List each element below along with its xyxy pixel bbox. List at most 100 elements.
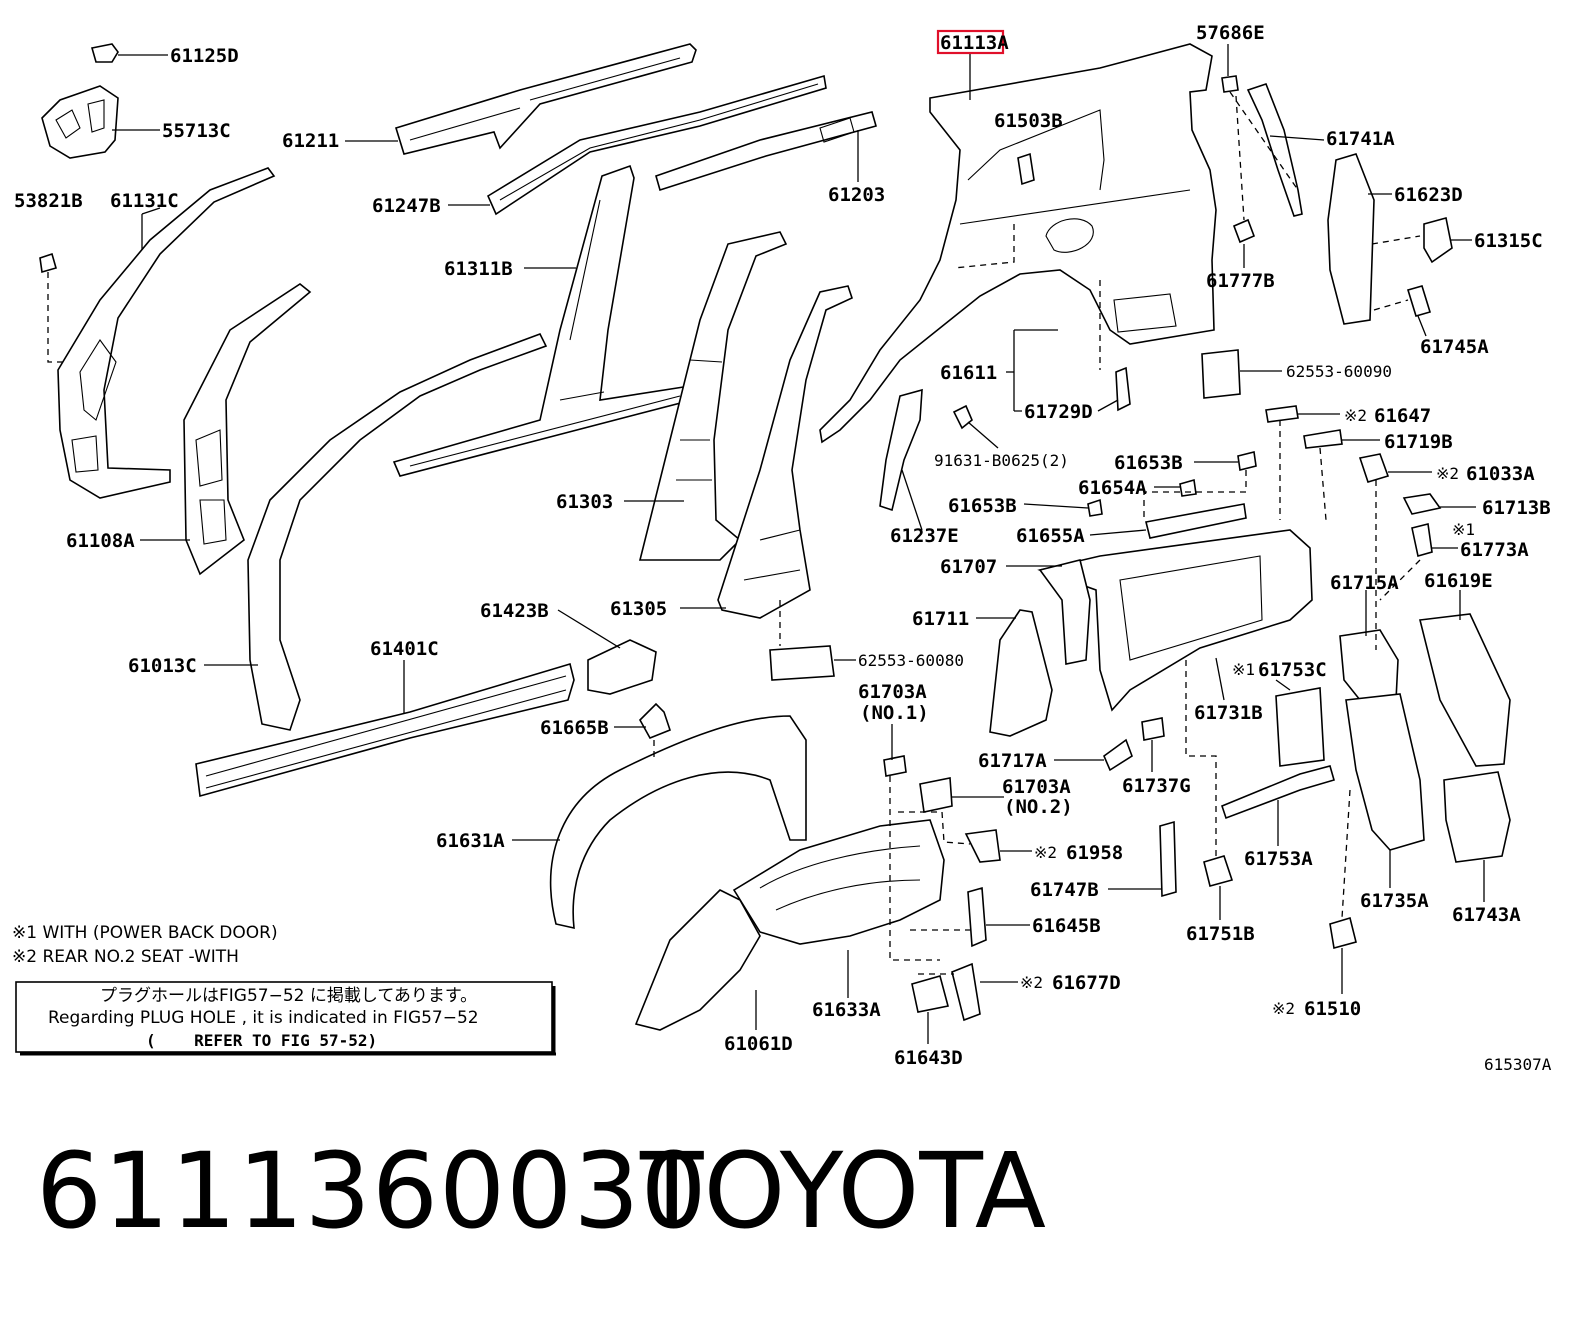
label-61753A: 61753A [1244,848,1313,870]
part-61423B-shape [587,639,657,695]
parts-diagram: 61125D 55713C 53821B 61131C 61108A 61211… [12,22,1552,1074]
part-61315C-shape [1423,217,1453,264]
leader-lines [112,44,1485,1044]
mark-note1-61753C: ※1 [1232,660,1255,679]
label-61619E: 61619E [1424,570,1493,592]
dashed-lines [47,91,1421,975]
label-61753C: 61753C [1258,659,1327,681]
part-61108A-shape [183,283,312,576]
label-61653B-upper: 61653B [1114,452,1183,474]
label-55713C: 55713C [162,120,231,142]
part-61703A-no1-shape [883,755,907,777]
mark-note2-61677D: ※2 [1020,973,1043,992]
label-61715A: 61715A [1330,572,1399,594]
footnotes: ※1 WITH (POWER BACK DOOR) ※2 REAR NO.2 S… [12,923,278,967]
plug-hole-line-2: Regarding PLUG HOLE , it is indicated in… [48,1008,479,1028]
label-61013C: 61013C [128,655,197,677]
part-61735A-shape [1345,693,1425,851]
label-61647: 61647 [1374,405,1431,427]
label-61643D: 61643D [894,1047,963,1069]
label-61401C: 61401C [370,638,439,660]
part-61653B-lower-shape [1087,498,1103,517]
part-62553-60080-shape [769,645,835,681]
label-61203: 61203 [828,184,885,206]
part-61719B-shape [1303,429,1343,449]
part-61707-shape [1038,559,1091,665]
part-61655A-shape [1145,503,1247,539]
part-91631-B0625-shape [952,404,973,430]
part-61510-shape [1329,916,1357,950]
label-61717A: 61717A [978,750,1047,772]
label-61061D: 61061D [724,1033,793,1055]
label-61743A: 61743A [1452,904,1521,926]
label-61703A-no2-suffix: (NO.2) [1004,796,1073,818]
part-55713C-shape [41,85,119,159]
label-61611: 61611 [940,362,997,384]
plug-hole-box: プラグホールはFIG57−52 に掲載してあります。 Regarding PLU… [15,981,556,1056]
mark-note1-61773A: ※1 [1452,520,1475,539]
mark-note2-61647: ※2 [1344,406,1367,425]
part-61503B-shape [1017,152,1035,186]
label-61731B: 61731B [1194,702,1263,724]
part-61743A-shape [1443,771,1511,863]
note-1: ※1 WITH (POWER BACK DOOR) [12,923,278,943]
label-61305: 61305 [610,598,667,620]
label-62553-60080: 62553-60080 [858,651,964,670]
part-61958-shape [964,829,1001,863]
label-61645B: 61645B [1032,915,1101,937]
label-61311B: 61311B [444,258,513,280]
part-61717A-shape [1103,738,1133,772]
label-91631-B0625: 91631-B0625(2) [934,451,1069,470]
part-61753C-shape [1275,687,1325,767]
label-61735A: 61735A [1360,890,1429,912]
label-61777B: 61777B [1206,270,1275,292]
part-61211-shape [394,43,697,155]
part-61125D-shape [90,43,119,63]
part-61745A-shape [1406,285,1432,317]
part-61237E-shape [879,388,923,512]
label-57686E: 57686E [1196,22,1265,44]
part-57686E-shape [1221,75,1239,93]
label-61751B: 61751B [1186,923,1255,945]
label-61423B: 61423B [480,600,549,622]
label-61665B: 61665B [540,717,609,739]
label-61633A: 61633A [812,999,881,1021]
label-61707: 61707 [940,556,997,578]
label-61677D: 61677D [1052,972,1121,994]
part-61131C-shape [57,167,276,499]
label-61303: 61303 [556,491,613,513]
part-61741A-shape [1246,83,1303,217]
part-61305-shape [717,285,853,619]
label-53821B: 53821B [14,190,83,212]
label-61108A: 61108A [66,530,135,552]
label-61729D: 61729D [1024,401,1093,423]
part-61061D-shape [634,889,761,1031]
label-61653B-lower: 61653B [948,495,1017,517]
part-61113A-shape [819,43,1217,444]
part-61665B-shape [639,702,671,740]
label-61211: 61211 [282,130,339,152]
label-61631A: 61631A [436,830,505,852]
part-61643D-shape [911,975,949,1013]
part-61013C-shape [247,333,548,731]
label-61113A: 61113A [940,32,1009,54]
part-61713B-shape [1402,493,1442,515]
label-61247B: 61247B [372,195,441,217]
label-61958: 61958 [1066,842,1123,864]
part-61401C-shape [195,662,575,798]
part-61729D-shape [1115,366,1131,412]
label-61125D: 61125D [170,45,239,67]
part-61747B-shape [1159,820,1177,898]
mark-note2-61958: ※2 [1034,843,1057,862]
part-61623D-shape [1327,153,1375,325]
label-61315C: 61315C [1474,230,1543,252]
mark-note2-61033A: ※2 [1436,464,1459,483]
part-shapes [39,43,1511,1031]
label-61703A-no1: 61703A [858,681,927,703]
figure-id: 615307A [1484,1055,1552,1074]
part-61677D-shape [951,962,981,1022]
part-labels: 61125D 55713C 53821B 61131C 61108A 61211… [14,22,1552,1074]
part-61033A-shape [1358,453,1390,483]
label-61654A: 61654A [1078,477,1147,499]
label-61747B: 61747B [1030,879,1099,901]
